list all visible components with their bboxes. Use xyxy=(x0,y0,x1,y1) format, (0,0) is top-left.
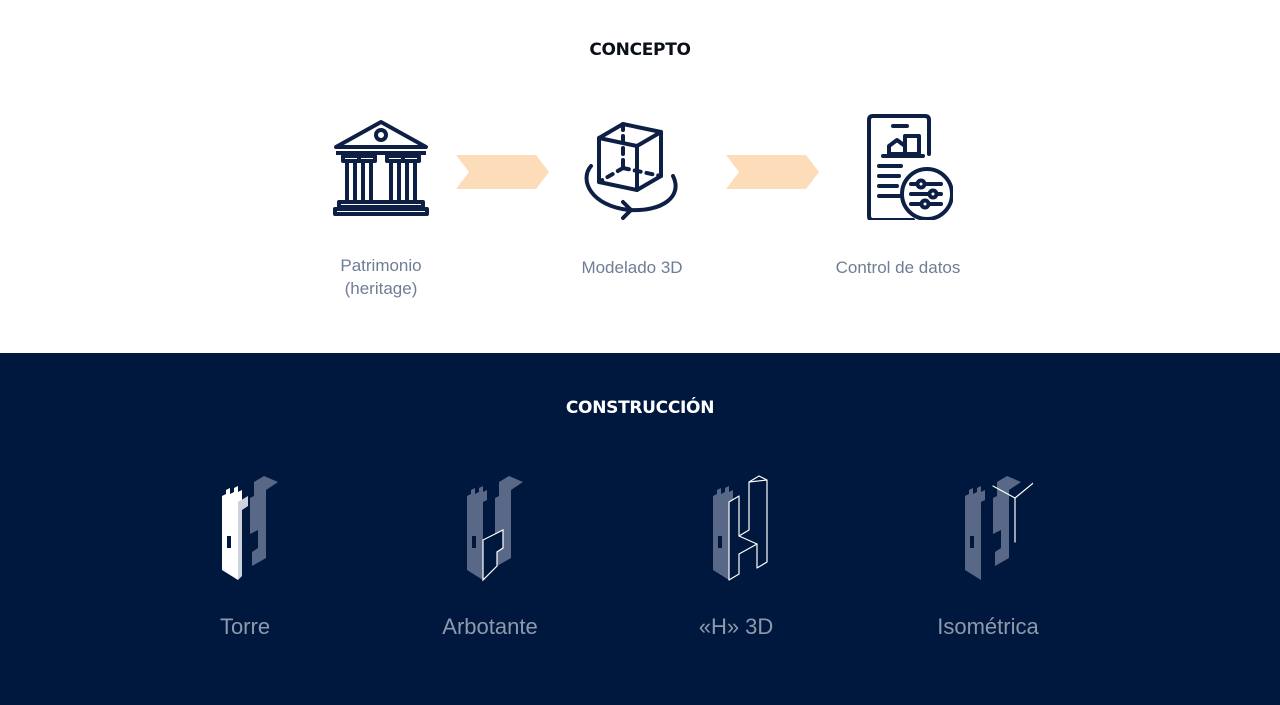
build-label-isometrica: Isométrica xyxy=(937,614,1039,639)
chevron-arrow-icon xyxy=(456,155,549,189)
concept-label-heritage: Patrimonio (heritage) xyxy=(340,256,422,298)
build-item-isometrica: Isométrica xyxy=(898,472,1078,640)
tower-icon xyxy=(222,476,278,580)
build-label-h-3d: «H» 3D xyxy=(698,614,774,639)
chevron-arrow-icon xyxy=(726,155,819,189)
isometric-icon xyxy=(965,476,1033,580)
h-3d-icon xyxy=(713,475,768,581)
concept-step-3d-modelling: Modelado 3D xyxy=(532,110,732,279)
build-item-h-3d: «H» 3D xyxy=(646,472,826,640)
rotating-cube-icon xyxy=(584,122,678,220)
build-label-arbotante: Arbotante xyxy=(442,614,538,639)
section-title-construccion: CONSTRUCCIÓN xyxy=(565,398,715,418)
concept-step-data-control: Control de datos xyxy=(798,110,998,279)
concept-label-3d-modelling: Modelado 3D xyxy=(581,258,683,277)
concept-label-data-control: Control de datos xyxy=(835,258,961,277)
section-title-concepto: CONCEPTO xyxy=(589,40,691,60)
build-item-arbotante: Arbotante xyxy=(400,472,580,640)
construction-section: CONSTRUCCIÓN xyxy=(0,353,1280,705)
build-item-torre: Torre xyxy=(155,472,335,640)
build-label-torre: Torre xyxy=(219,614,271,639)
museum-building-icon xyxy=(333,120,429,216)
data-settings-document-icon xyxy=(867,114,953,220)
concept-step-heritage: Patrimonio (heritage) xyxy=(281,110,481,300)
concept-section: CONCEPTO xyxy=(281,40,998,300)
flying-buttress-icon xyxy=(467,476,523,582)
